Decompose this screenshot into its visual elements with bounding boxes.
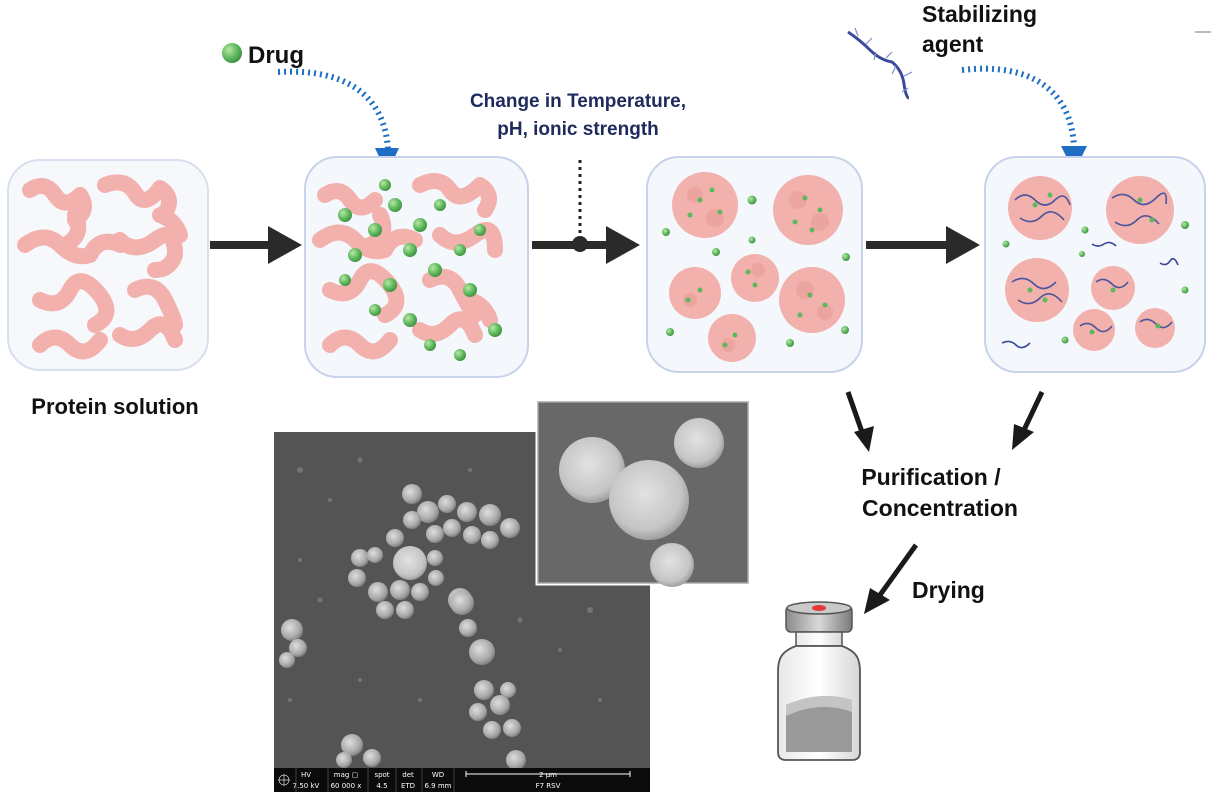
sem-particles xyxy=(279,484,526,770)
drying-label: Drying xyxy=(912,577,985,603)
stabilizing-label-line2: agent xyxy=(922,31,984,57)
sem-det-header: det xyxy=(402,771,414,779)
sem-det-value: ETD xyxy=(401,782,415,790)
protein-solution-box xyxy=(7,159,209,371)
sem-wd-value: 6.9 mm xyxy=(425,782,452,790)
arrow-3 xyxy=(866,226,980,264)
sem-logo-icon xyxy=(278,774,290,786)
down-arrow-drying xyxy=(864,543,919,614)
down-arrow-left xyxy=(845,391,874,452)
stabilizing-label-line1: Stabilizing xyxy=(922,1,1037,27)
sem-wd-header: WD xyxy=(432,771,444,779)
drug-legend: Drug xyxy=(222,42,304,69)
sem-spot-header: spot xyxy=(374,771,389,779)
drug-dotted-arrow xyxy=(277,68,391,151)
sem-mag-header: mag ▢ xyxy=(334,771,358,779)
vial-icon xyxy=(777,601,861,761)
drug-particles xyxy=(338,179,502,361)
drug-dot-icon xyxy=(222,43,242,63)
sem-mag-value: 60 000 x xyxy=(331,782,362,790)
purification-label-line2: Concentration xyxy=(862,495,1018,521)
down-arrow-right xyxy=(1012,390,1045,450)
arrow-1 xyxy=(210,226,302,264)
sem-info-bar xyxy=(274,768,650,792)
sem-scale-label: 2 µm xyxy=(539,771,557,779)
sem-sample-label: F7 RSV xyxy=(536,782,561,790)
sem-spot-value: 4.5 xyxy=(376,782,387,790)
nanoparticles xyxy=(662,172,850,362)
arrow-2 xyxy=(532,226,640,264)
purification-label-line1: Purification / xyxy=(861,464,1001,490)
stabilizer-polymer-icon xyxy=(847,27,913,100)
sem-scale-bar xyxy=(465,771,631,777)
sem-hv-header: HV xyxy=(301,771,311,779)
nanoparticle-box xyxy=(646,156,863,373)
protein-solution-label: Protein solution xyxy=(31,394,198,419)
sem-inset-zoom xyxy=(535,399,751,587)
protein-chains xyxy=(312,173,503,360)
protein-chains xyxy=(17,174,188,360)
sem-hv-value: 7.50 kV xyxy=(293,782,320,790)
change-label-line1: Change in Temperature, xyxy=(470,91,686,112)
drug-label: Drug xyxy=(248,42,304,69)
stabilized-nanoparticle-box xyxy=(984,156,1206,373)
protein-drug-box xyxy=(304,156,529,378)
stabilizer-dotted-arrow xyxy=(961,65,1077,149)
change-label-line2: pH, ionic strength xyxy=(497,119,659,140)
